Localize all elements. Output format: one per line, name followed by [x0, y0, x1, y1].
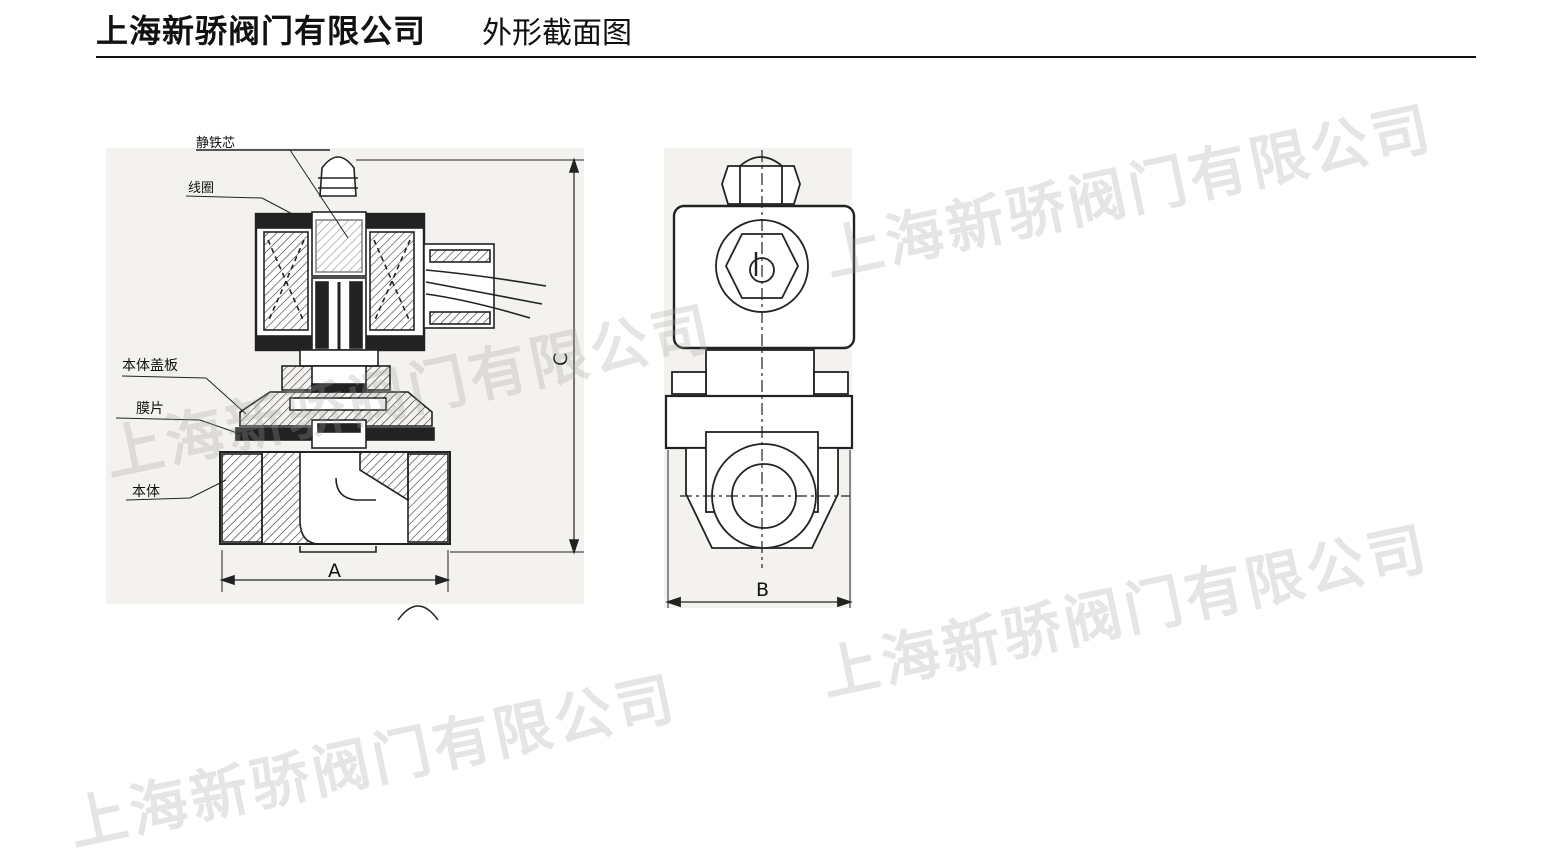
dimension-a-label: A: [328, 560, 341, 582]
page-header: 上海新骄阀门有限公司 外形截面图: [96, 0, 1476, 58]
side-top-nut: [721, 165, 801, 205]
side-port-inner: [731, 463, 797, 529]
section-view: [115, 149, 584, 621]
leader-diaphragm: [115, 417, 201, 421]
dimension-c-label: C: [550, 353, 572, 366]
label-coil: 线圈: [188, 181, 214, 196]
label-static-core: 静铁芯: [196, 136, 235, 151]
coil-winding-right: [369, 231, 415, 331]
coil-winding-left: [263, 231, 309, 331]
label-cover: 本体盖板: [122, 358, 178, 374]
leader-coil: [185, 195, 263, 199]
side-neck: [705, 349, 815, 397]
cable-wires: [425, 269, 547, 319]
company-name: 上海新骄阀门有限公司: [96, 12, 427, 50]
leader-cover: [121, 375, 207, 379]
side-view: [664, 150, 856, 608]
valve-neck: [299, 349, 379, 367]
leader-body: [125, 497, 191, 501]
label-diaphragm: 膜片: [136, 401, 164, 417]
label-body: 本体: [132, 484, 160, 500]
top-nut: [319, 156, 357, 197]
valve-cross-section-drawing: 静铁芯 线圈 本体盖板 膜片 本体 A B C: [106, 136, 856, 621]
page-subtitle: 外形截面图: [482, 16, 632, 51]
dimension-b-label: B: [756, 579, 769, 601]
